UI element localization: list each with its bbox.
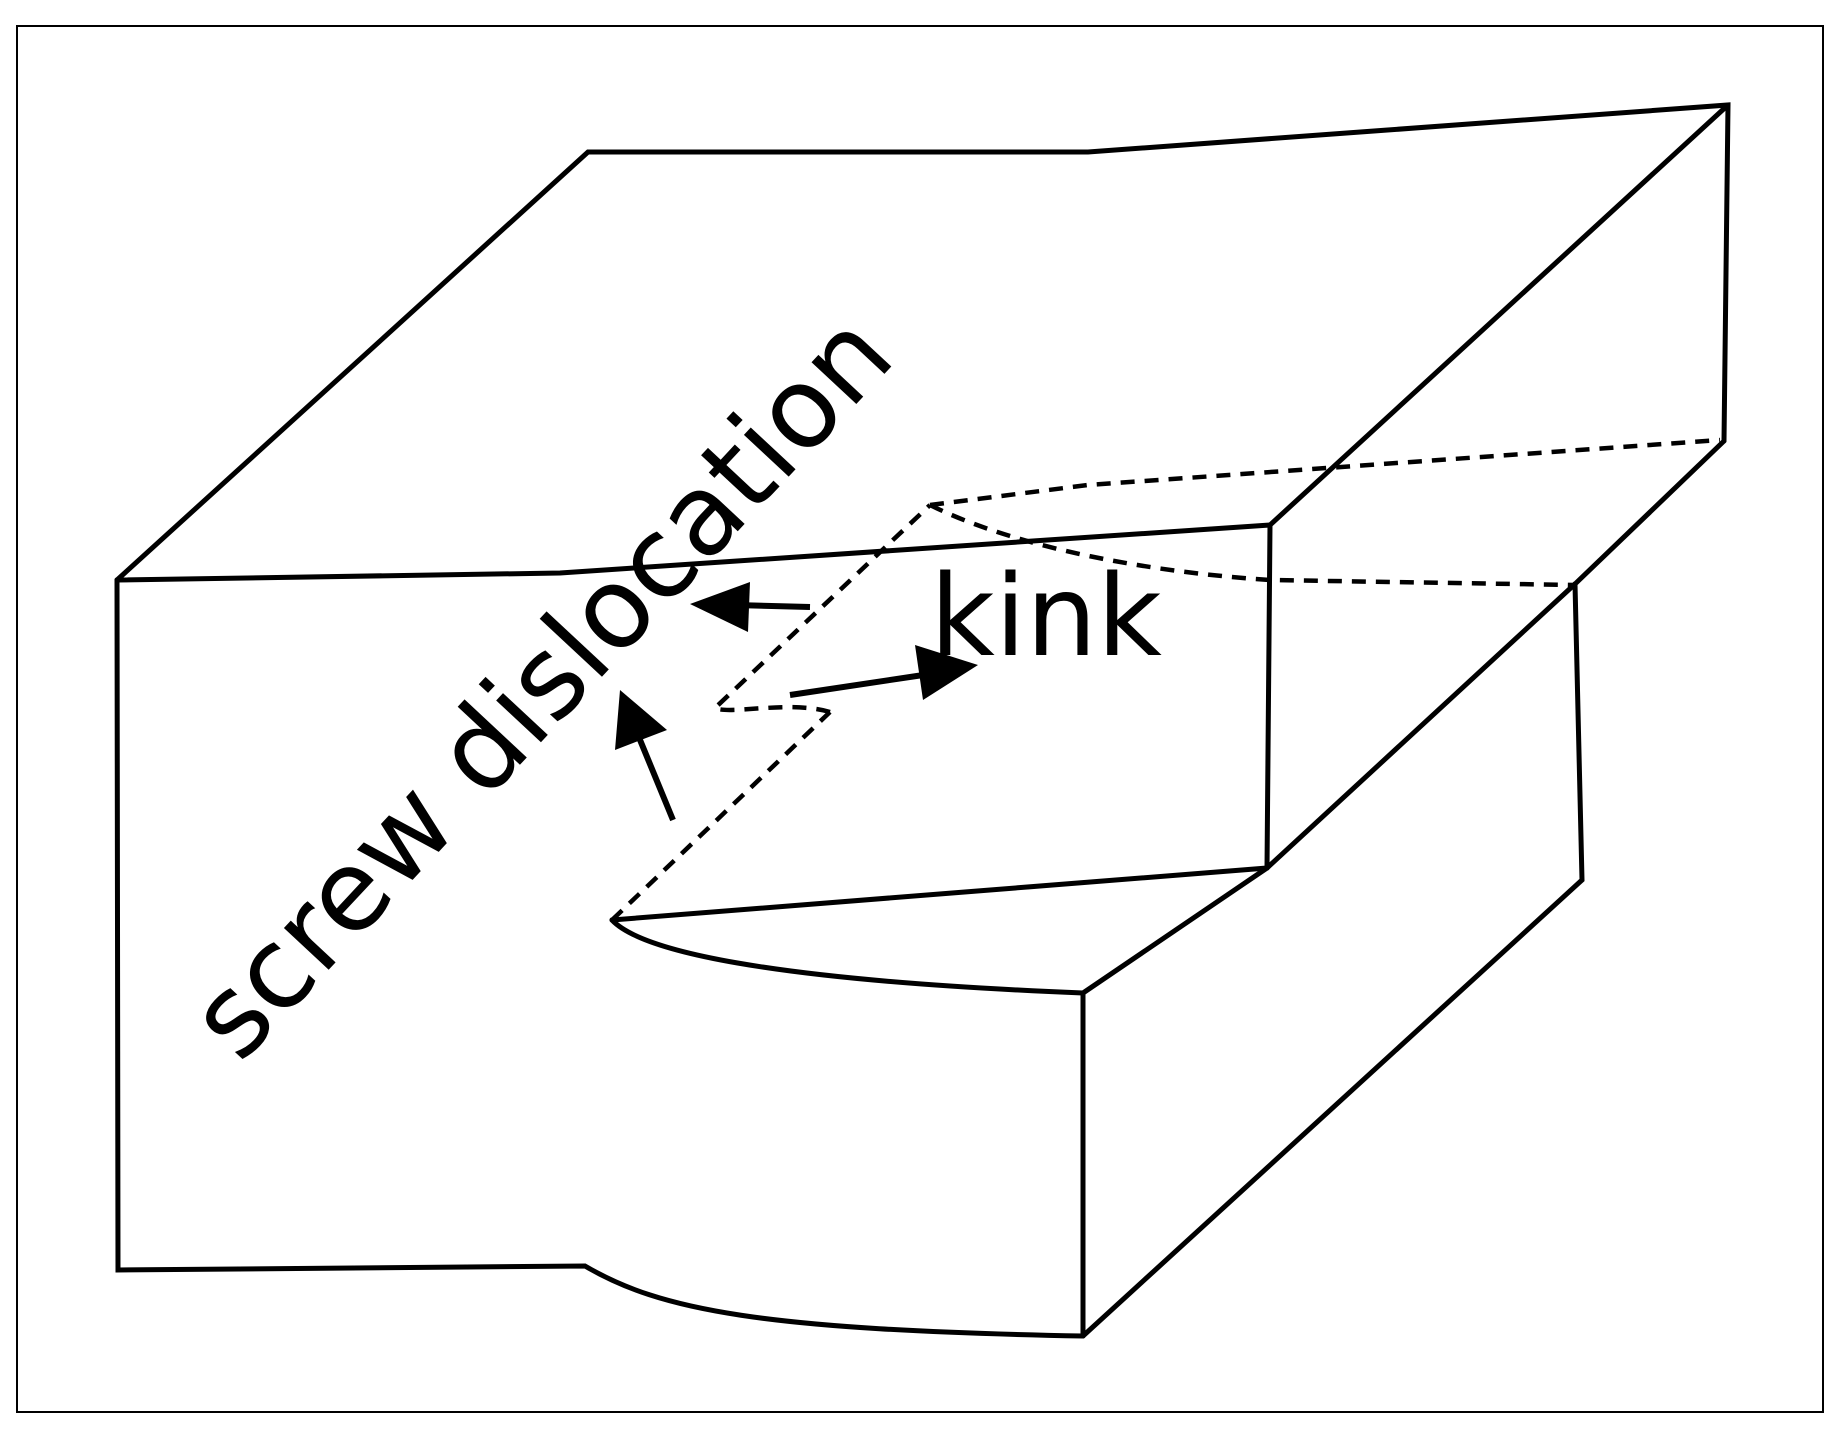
step-bottom-edge: [609, 865, 1270, 923]
dislocation-line-back: [928, 502, 1576, 588]
step-lower-diagonal-edge: [1264, 581, 1578, 871]
lower-right-side-edge: [1080, 581, 1585, 1339]
dislocation-line-upper: [929, 437, 1721, 508]
step-vertical-edge: [1264, 522, 1273, 871]
figure-frame: [16, 25, 1824, 1413]
kink-label: kink: [930, 552, 1162, 682]
block-left-side-edge: [114, 577, 1086, 1339]
arrow-left: [690, 582, 811, 632]
curved-cut-edge: [609, 917, 1086, 996]
arrow-up: [615, 690, 676, 822]
dislocation-line-lower: [610, 710, 832, 922]
lower-block-top-diagonal-edge: [1080, 865, 1270, 996]
upper-right-diagonal-edge: [1267, 102, 1731, 528]
arrow-right: [789, 645, 978, 700]
block-top-face-edge: [114, 102, 1731, 583]
upper-right-side-edge: [1572, 438, 1727, 587]
dislocation-kink-loop: [711, 503, 932, 715]
screw-dislocation-label: screw dislocation: [165, 289, 918, 1083]
